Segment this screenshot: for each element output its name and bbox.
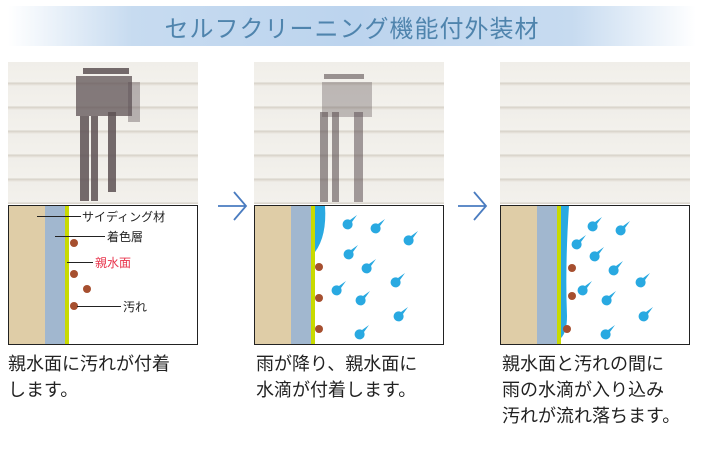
caption-step-1: 親水面に汚れが付着 します。 (8, 352, 170, 404)
caption-step-3: 親水面と汚れの間に 雨の水滴が入り込み 汚れが流れ落ちます。 (502, 352, 680, 430)
siding-layer (501, 206, 537, 344)
siding-photo-rain (254, 62, 444, 204)
caption-line: します。 (8, 380, 79, 401)
layer-diagram-3 (500, 205, 690, 345)
water-drop-icon (331, 281, 346, 296)
water-drop-icon (608, 261, 623, 276)
water-drop-icon (577, 281, 592, 296)
caption-line: 汚れが流れ落ちます。 (502, 406, 681, 427)
water-film (561, 206, 569, 338)
dirt-dot (70, 239, 78, 247)
water-drop-icon (638, 307, 653, 322)
water-drop-icon (600, 325, 615, 340)
hydrophilic-layer (65, 206, 69, 344)
water-drop-icon (615, 221, 630, 236)
color-layer (291, 206, 311, 344)
caption-line: 親水面と汚れの間に (502, 354, 664, 375)
label-line (37, 216, 81, 217)
water-drop-icon (370, 219, 385, 234)
label-color-layer: 着色層 (107, 230, 144, 244)
caption-line: 雨が降り、親水面に (256, 354, 418, 375)
hydrophilic-layer (557, 206, 561, 344)
caption-step-2: 雨が降り、親水面に 水滴が付着します。 (256, 352, 417, 404)
title-banner: セルフクリーニング機能付外装材 (8, 6, 696, 46)
caption-line: 親水面に汚れが付着 (8, 354, 170, 375)
arrow-right-icon (218, 191, 248, 221)
caption-line: 水滴が付着します。 (256, 380, 417, 401)
dirt-dot (70, 302, 78, 310)
water-drop-icon (343, 245, 358, 260)
page-title: セルフクリーニング機能付外装材 (164, 14, 540, 43)
water-drop-icon (361, 259, 376, 274)
hydrophilic-layer (311, 206, 315, 344)
label-line (77, 306, 121, 307)
water-drop-icon (354, 325, 369, 340)
color-layer (537, 206, 557, 344)
water-drop-icon (342, 215, 357, 230)
color-layer (45, 206, 65, 344)
water-film (315, 206, 326, 252)
water-drop-icon (635, 273, 650, 288)
arrow-right-icon (458, 191, 488, 221)
dirt-dot (83, 285, 91, 293)
label-dirt: 汚れ (123, 300, 148, 314)
water-drop-icon (589, 247, 604, 262)
label-hydrophilic: 親水面 (95, 256, 132, 270)
dirt-dot (315, 294, 323, 302)
dirt-dot (315, 325, 323, 333)
dirt-dot (563, 325, 571, 333)
water-drop-icon (390, 273, 405, 288)
dirt-dot (568, 292, 576, 300)
caption-line: 雨の水滴が入り込み (502, 380, 664, 401)
dirt-dot (70, 270, 78, 278)
label-line (55, 236, 105, 237)
siding-photo-clean (500, 62, 690, 204)
water-drop-icon (355, 291, 370, 306)
water-drop-icon (393, 307, 408, 322)
water-drop-icon (587, 217, 602, 232)
dirt-dot (568, 264, 576, 272)
water-drop-icon (601, 291, 616, 306)
siding-photo-dirty (8, 62, 198, 204)
siding-layer (9, 206, 45, 344)
water-drop-icon (403, 231, 418, 246)
dirt-dot (315, 263, 323, 271)
siding-layer (255, 206, 291, 344)
layer-diagram-2 (254, 205, 444, 345)
label-line (67, 262, 93, 263)
water-drop-icon (571, 235, 586, 250)
label-siding: サイディング材 (82, 210, 166, 224)
layer-diagram-1: サイディング材 着色層 親水面 汚れ (8, 205, 198, 345)
